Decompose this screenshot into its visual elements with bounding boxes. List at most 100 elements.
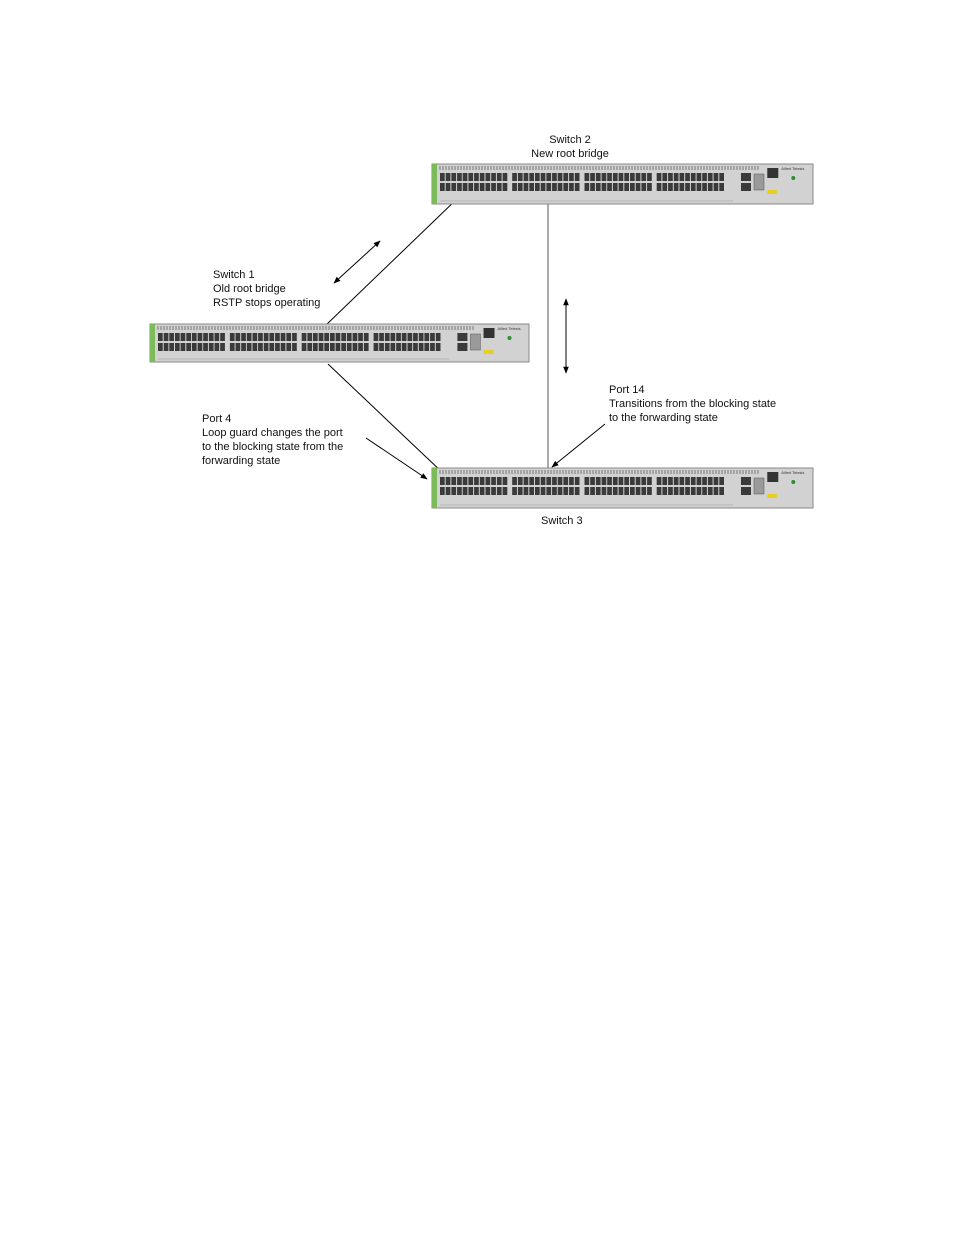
switch-port [674,487,679,495]
switch-port [198,343,203,351]
switch-port [491,487,496,495]
switch-port [302,343,307,351]
switch-port [697,183,702,191]
switch-port [491,173,496,181]
switch-port [413,333,418,341]
port-4-title: Port 4 [202,412,343,426]
switch-port [385,333,390,341]
switch-port [630,477,635,485]
switch-port [169,333,174,341]
switch-port [668,477,673,485]
switch-port [708,487,713,495]
switch-port [446,173,451,181]
switch-port [657,477,662,485]
port-4-label: Port 4 Loop guard changes the port to th… [202,412,343,468]
switch-port [253,333,258,341]
switch-port [662,173,667,181]
switch-port [491,183,496,191]
switch-port [497,173,502,181]
switch-port [613,173,618,181]
switch-port [546,173,551,181]
switch-port [424,333,429,341]
brand-logo: Allied Telesis [781,470,804,475]
switch-port [535,477,540,485]
switch-port [430,333,435,341]
switch-port [585,477,590,485]
switch-port [680,487,685,495]
switch-port [647,477,652,485]
port-4-desc-1: Loop guard changes the port [202,426,343,440]
switch-port [503,477,508,485]
switch-port [379,333,384,341]
link-switch1-switch2 [325,196,460,326]
switch-port [497,183,502,191]
switch-port [590,183,595,191]
switch-port [512,477,517,485]
switch-port [641,173,646,181]
switch-port [430,343,435,351]
switch-port [436,343,441,351]
switch-port [486,487,491,495]
switch-port [685,487,690,495]
switch-port [524,487,529,495]
switch-port [292,343,297,351]
switch-port [541,173,546,181]
switch-port [541,183,546,191]
switch-2-subtitle: New root bridge [520,147,620,161]
switch-port [668,183,673,191]
switch-port [215,343,220,351]
switch-port [596,477,601,485]
switch-port [358,343,363,351]
switch-port [247,333,252,341]
switch-port [647,183,652,191]
switch-port [714,477,719,485]
switch-port [647,173,652,181]
switch-port [619,487,624,495]
switch-port [364,343,369,351]
switch-port [624,487,629,495]
switch-port [341,343,346,351]
switch-port [302,333,307,341]
switch-port [463,173,468,181]
switch-port [503,183,508,191]
switch-port [203,333,208,341]
switch-port [691,183,696,191]
switch-port [457,477,462,485]
switch-port [181,343,186,351]
port-4-desc-3: forwarding state [202,454,343,468]
switch-port [186,343,191,351]
switch-port [641,477,646,485]
switch-port [281,343,286,351]
switch-port [474,477,479,485]
brand-logo: Allied Telesis [781,166,804,171]
switch-port [575,173,580,181]
switch-port [324,333,329,341]
switch-port [563,477,568,485]
switch-port [192,343,197,351]
switch-port [457,173,462,181]
switch-port [680,183,685,191]
switch-port [657,173,662,181]
switch-port [491,477,496,485]
switch-port [451,487,456,495]
switch-port [209,333,214,341]
switch-port [236,333,241,341]
switch-port [575,477,580,485]
switch-port [440,173,445,181]
switch-port [558,173,563,181]
switch-port [558,477,563,485]
switch-port [486,477,491,485]
switch-port [552,477,557,485]
switch-port [636,183,641,191]
switch-port [535,183,540,191]
switch-port [512,173,517,181]
switch-port [662,183,667,191]
switch-port [697,477,702,485]
switch-port [552,487,557,495]
switch-port [198,333,203,341]
switch-port [657,183,662,191]
switch-port [630,487,635,495]
switch-port [275,333,280,341]
switch-port [558,487,563,495]
